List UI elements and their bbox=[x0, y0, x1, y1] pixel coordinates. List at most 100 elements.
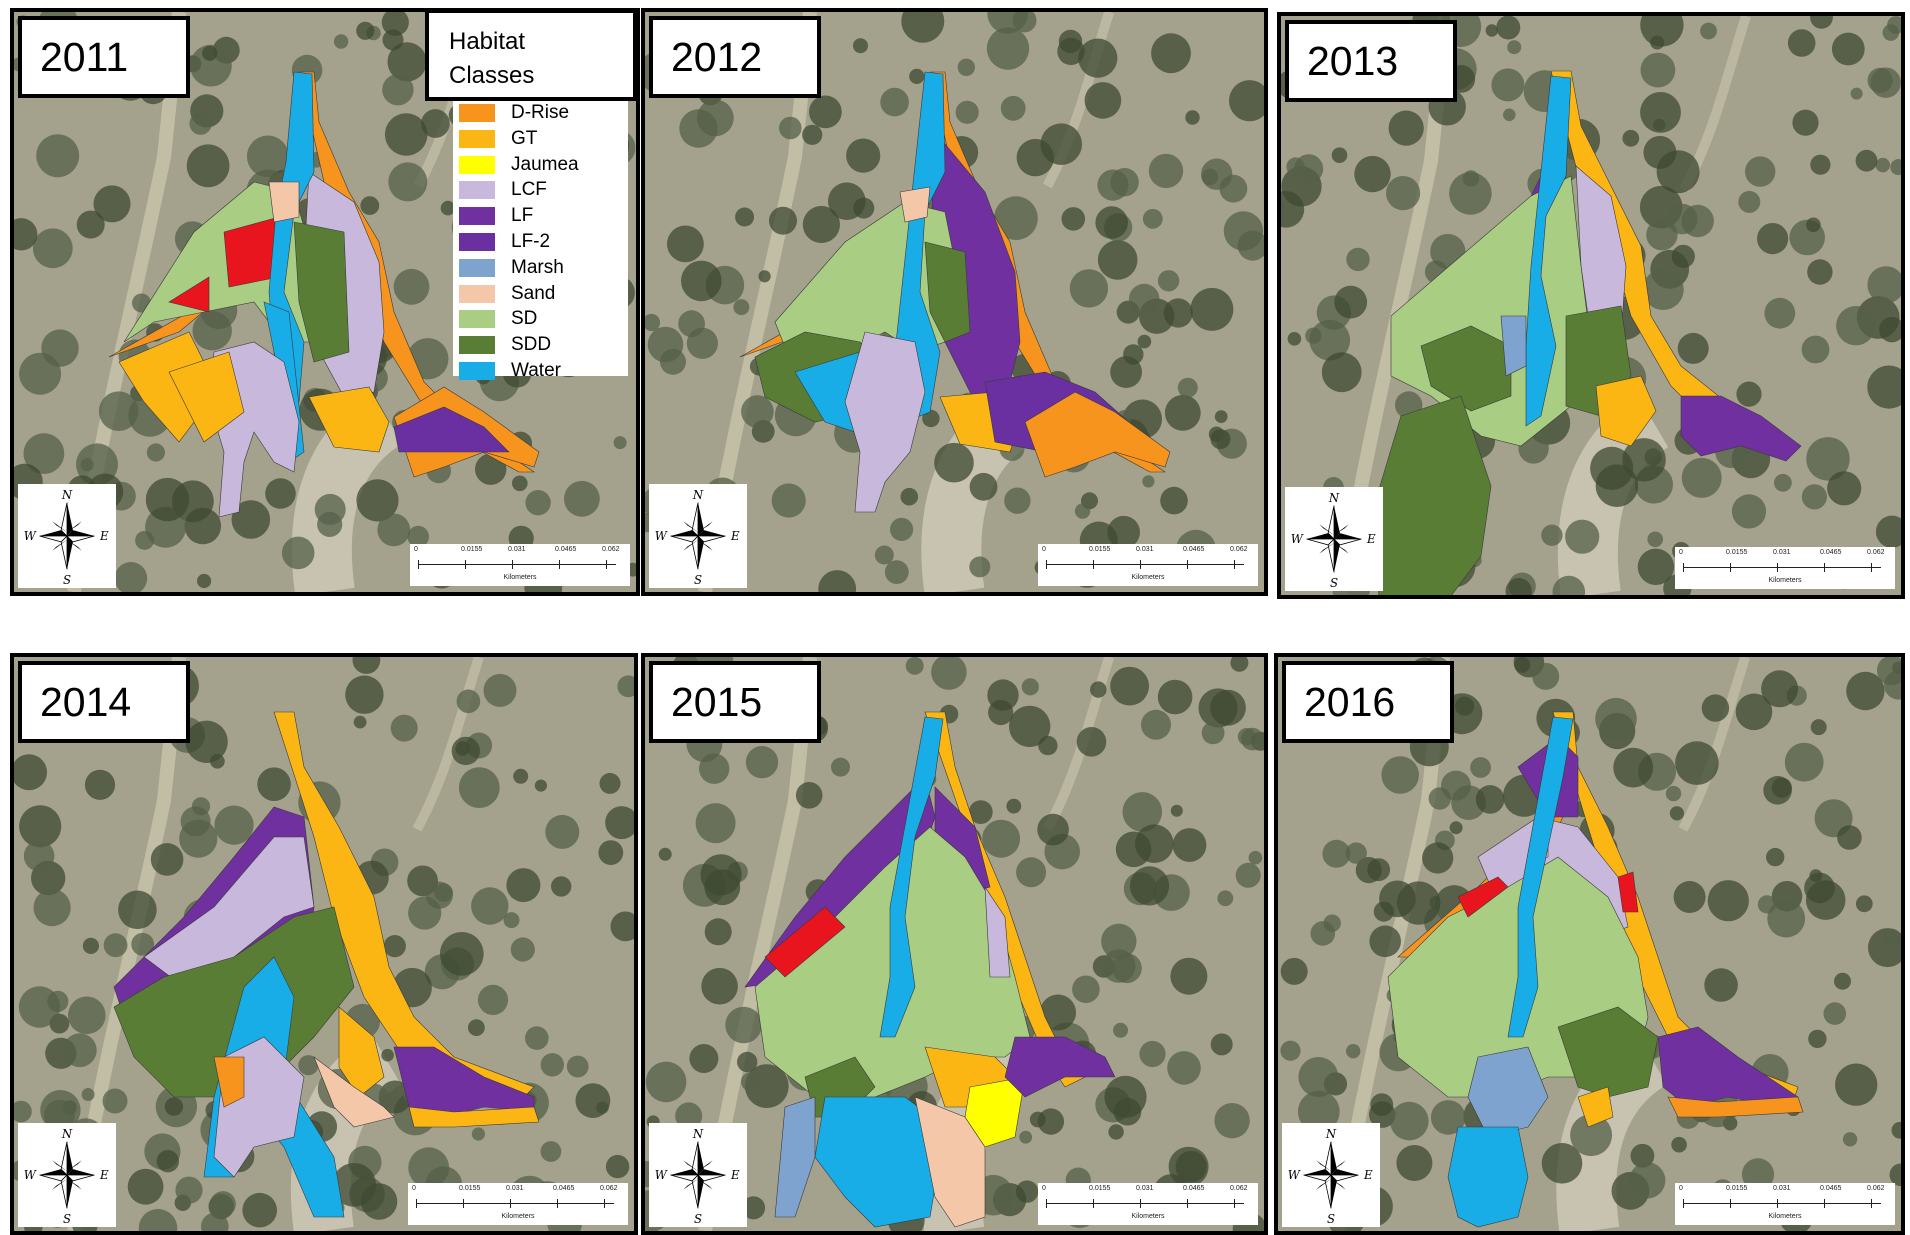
habitat-sdd-polygon bbox=[113, 906, 355, 1098]
compass: N S W E bbox=[18, 484, 116, 588]
year-label: 2013 bbox=[1285, 20, 1457, 102]
habitat-lf-2-polygon bbox=[393, 406, 510, 453]
scale-tick-label: 0 bbox=[1042, 1185, 1046, 1192]
scale-tick-label: 0.062 bbox=[1867, 549, 1885, 556]
habitat-lcf-polygon bbox=[844, 331, 926, 513]
legend-item-label: LCF bbox=[511, 179, 547, 201]
habitat-water-polygon bbox=[1525, 75, 1572, 427]
compass-s: S bbox=[694, 1212, 702, 1226]
habitat-sdd-polygon bbox=[293, 221, 350, 363]
legend-swatch bbox=[459, 336, 495, 355]
scale-tick-label: 0 bbox=[1679, 1185, 1683, 1192]
habitat-d-rise-polygon bbox=[1024, 391, 1171, 478]
habitat-gt-polygon bbox=[408, 1106, 540, 1128]
scale-tick-label: 0.0465 bbox=[1183, 1185, 1205, 1192]
habitat-red-polygon bbox=[168, 276, 210, 313]
scale-line bbox=[418, 564, 616, 565]
scale-tick-label: 0.0465 bbox=[1820, 1185, 1842, 1192]
north-arrow-icon: N S W E bbox=[24, 488, 109, 587]
scale-tick-label: 0 bbox=[414, 546, 418, 553]
legend-swatch bbox=[459, 155, 495, 174]
legend-swatch bbox=[459, 207, 495, 226]
habitat-gt-polygon bbox=[273, 711, 535, 1108]
habitat-water-polygon bbox=[1507, 716, 1574, 1038]
north-arrow-icon: N S W E bbox=[655, 488, 740, 587]
scale-line bbox=[1683, 1203, 1881, 1204]
aerial-map bbox=[14, 12, 636, 592]
compass-s: S bbox=[1327, 1212, 1335, 1226]
legend-item-label: Sand bbox=[511, 282, 556, 304]
habitat-sdd-polygon bbox=[1557, 1006, 1659, 1098]
compass: N S W E bbox=[649, 1123, 747, 1227]
legend-item-label: GT bbox=[511, 127, 538, 149]
legend-item-label: SDD bbox=[511, 334, 552, 356]
compass-e: E bbox=[99, 1168, 109, 1182]
scale-unit: Kilometers bbox=[1768, 1213, 1802, 1220]
compass-s: S bbox=[1330, 576, 1338, 590]
compass-e: E bbox=[730, 529, 740, 543]
habitat-lcf-polygon bbox=[984, 885, 1011, 978]
year-label: 2011 bbox=[18, 16, 190, 98]
north-arrow-icon: N S W E bbox=[1291, 491, 1376, 590]
habitat-water-polygon bbox=[879, 716, 944, 1038]
scale-tick-label: 0.031 bbox=[1773, 1185, 1791, 1192]
scale-tick-label: 0.0155 bbox=[1726, 1185, 1748, 1192]
habitat-sdd-polygon bbox=[1420, 325, 1512, 412]
scale-tick-label: 0 bbox=[1679, 549, 1683, 556]
compass-w: W bbox=[655, 529, 668, 543]
scale-tick-label: 0.0465 bbox=[555, 546, 577, 553]
legend-item-label: LF bbox=[511, 205, 534, 227]
scale-tick-label: 0.062 bbox=[1230, 1185, 1248, 1192]
legend-swatch bbox=[459, 362, 495, 380]
legend-swatch bbox=[459, 181, 495, 200]
habitat-marsh-polygon bbox=[1467, 1046, 1549, 1138]
scale-unit: Kilometers bbox=[501, 1213, 535, 1220]
compass-s: S bbox=[694, 573, 702, 587]
habitat-red-polygon bbox=[1457, 876, 1509, 918]
year-label: 2015 bbox=[649, 661, 821, 743]
scale-tick-label: 0.031 bbox=[1136, 546, 1154, 553]
compass-w: W bbox=[1288, 1168, 1301, 1182]
scale-tick-label: 0.0465 bbox=[553, 1185, 575, 1192]
scale-tick-label: 0.062 bbox=[600, 1185, 618, 1192]
legend-swatch bbox=[459, 233, 495, 251]
scale-tick-label: 0.062 bbox=[602, 546, 620, 553]
legend-swatch bbox=[459, 129, 495, 148]
scale-unit: Kilometers bbox=[1131, 574, 1165, 581]
aerial-map bbox=[645, 12, 1264, 592]
habitat-sand-polygon bbox=[899, 186, 931, 223]
north-arrow-icon: N S W E bbox=[24, 1127, 109, 1226]
compass-n: N bbox=[1328, 491, 1340, 505]
year-label: 2014 bbox=[18, 661, 190, 743]
scale-line bbox=[1046, 564, 1244, 565]
legend-item-label: Water bbox=[511, 360, 561, 381]
habitat-gt-polygon bbox=[1577, 1086, 1614, 1128]
habitat-sand-polygon bbox=[268, 181, 300, 223]
habitat-marsh-polygon bbox=[774, 1096, 816, 1218]
compass-w: W bbox=[1291, 532, 1304, 546]
compass-e: E bbox=[1366, 532, 1376, 546]
compass: N S W E bbox=[649, 484, 747, 588]
legend: D-Rise GT Jaumea LCF LF LF-2 Marsh Sand … bbox=[453, 100, 628, 381]
legend-item-label: LF-2 bbox=[511, 231, 551, 252]
habitat-lf-polygon bbox=[1680, 395, 1802, 462]
habitat-gt-polygon bbox=[168, 351, 245, 443]
compass: N S W E bbox=[18, 1123, 116, 1227]
scale-tick-label: 0.0155 bbox=[1726, 549, 1748, 556]
habitat-marsh-polygon bbox=[1500, 315, 1527, 377]
scale-tick-label: 0 bbox=[1042, 546, 1046, 553]
scale-tick-label: 0.031 bbox=[1136, 1185, 1154, 1192]
compass-w: W bbox=[655, 1168, 668, 1182]
habitat-sdd-polygon bbox=[924, 241, 971, 343]
habitat-sand-polygon bbox=[313, 1056, 395, 1128]
compass-n: N bbox=[692, 1127, 704, 1141]
scale-line bbox=[1046, 1203, 1244, 1204]
